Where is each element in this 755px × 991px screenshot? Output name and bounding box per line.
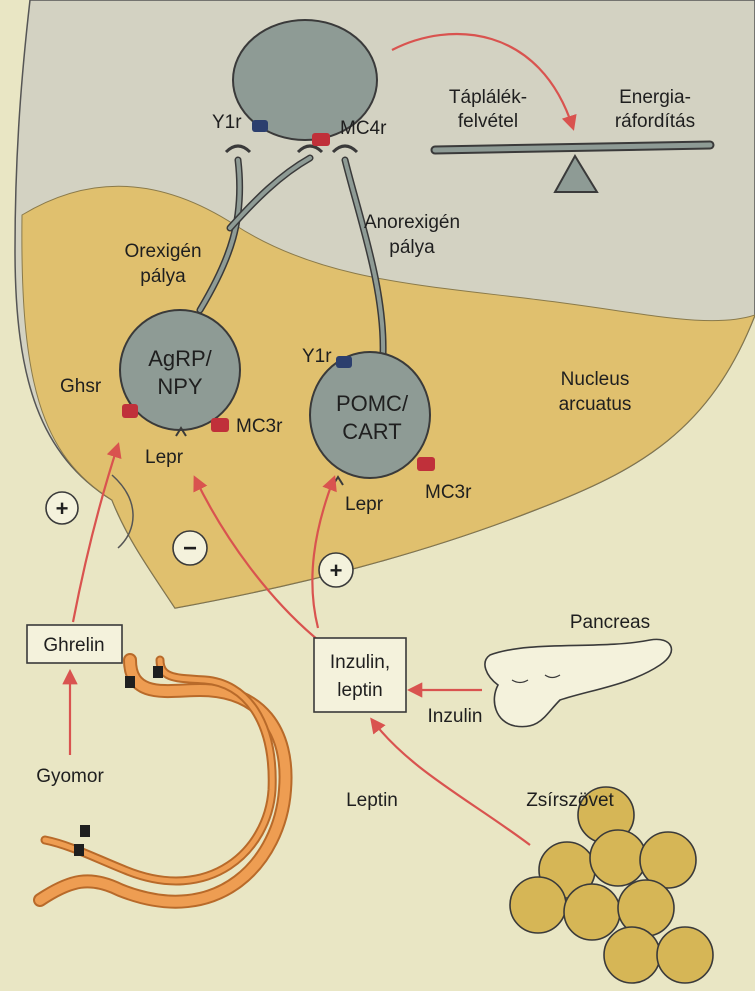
pancreas-label: Pancreas — [570, 612, 650, 633]
lepr-agrp-label: Lepr — [145, 447, 184, 468]
balance-left-label-2: felvétel — [458, 111, 518, 132]
mc3r-receptor-agrp — [211, 418, 229, 432]
plus-sign-ghrelin: + — [56, 496, 69, 521]
ghrelin-label: Ghrelin — [43, 635, 104, 656]
anorexigen-label-2: pálya — [389, 237, 435, 258]
insulin-arrow-label: Inzulin — [428, 706, 483, 727]
mc3r-pomc-label: MC3r — [425, 482, 472, 503]
y1r-top-label: Y1r — [212, 112, 242, 133]
pomc-label-1: POMC/ — [336, 391, 409, 416]
orexigen-label-2: pálya — [140, 266, 186, 287]
insulin-leptin-label-1: Inzulin, — [330, 652, 390, 673]
y1r-pomc-label: Y1r — [302, 346, 332, 367]
agrp-label-2: NPY — [157, 374, 203, 399]
nucleus-label-1: Nucleus — [561, 369, 630, 390]
minus-sign: − — [183, 535, 197, 562]
anorexigen-label-1: Anorexigén — [364, 212, 460, 233]
balance-right-label-2: ráfordítás — [615, 111, 695, 132]
y1r-receptor-top — [252, 120, 268, 132]
agrp-label-1: AgRP/ — [148, 346, 212, 371]
mc3r-agrp-label: MC3r — [236, 416, 283, 437]
nucleus-label-2: arcuatus — [559, 394, 632, 415]
pomc-label-2: CART — [342, 419, 402, 444]
ghsr-label: Ghsr — [60, 376, 102, 397]
y1r-receptor-pomc — [336, 356, 352, 368]
lepr-pomc-label: Lepr — [345, 494, 384, 515]
mc4r-receptor — [312, 133, 330, 146]
leptin-arrow-label: Leptin — [346, 790, 398, 811]
plus-sign-pomc: + — [330, 558, 343, 583]
stomach-label: Gyomor — [36, 766, 104, 787]
insulin-leptin-label-2: leptin — [337, 680, 382, 701]
mc4r-label: MC4r — [340, 118, 387, 139]
ghsr-receptor — [122, 404, 138, 418]
mc3r-receptor-pomc — [417, 457, 435, 471]
adipose-label: Zsírszövet — [526, 790, 614, 811]
balance-right-label-1: Energia- — [619, 87, 691, 108]
balance-left-label-1: Táplálék- — [449, 87, 527, 108]
orexigen-label-1: Orexigén — [124, 241, 201, 262]
